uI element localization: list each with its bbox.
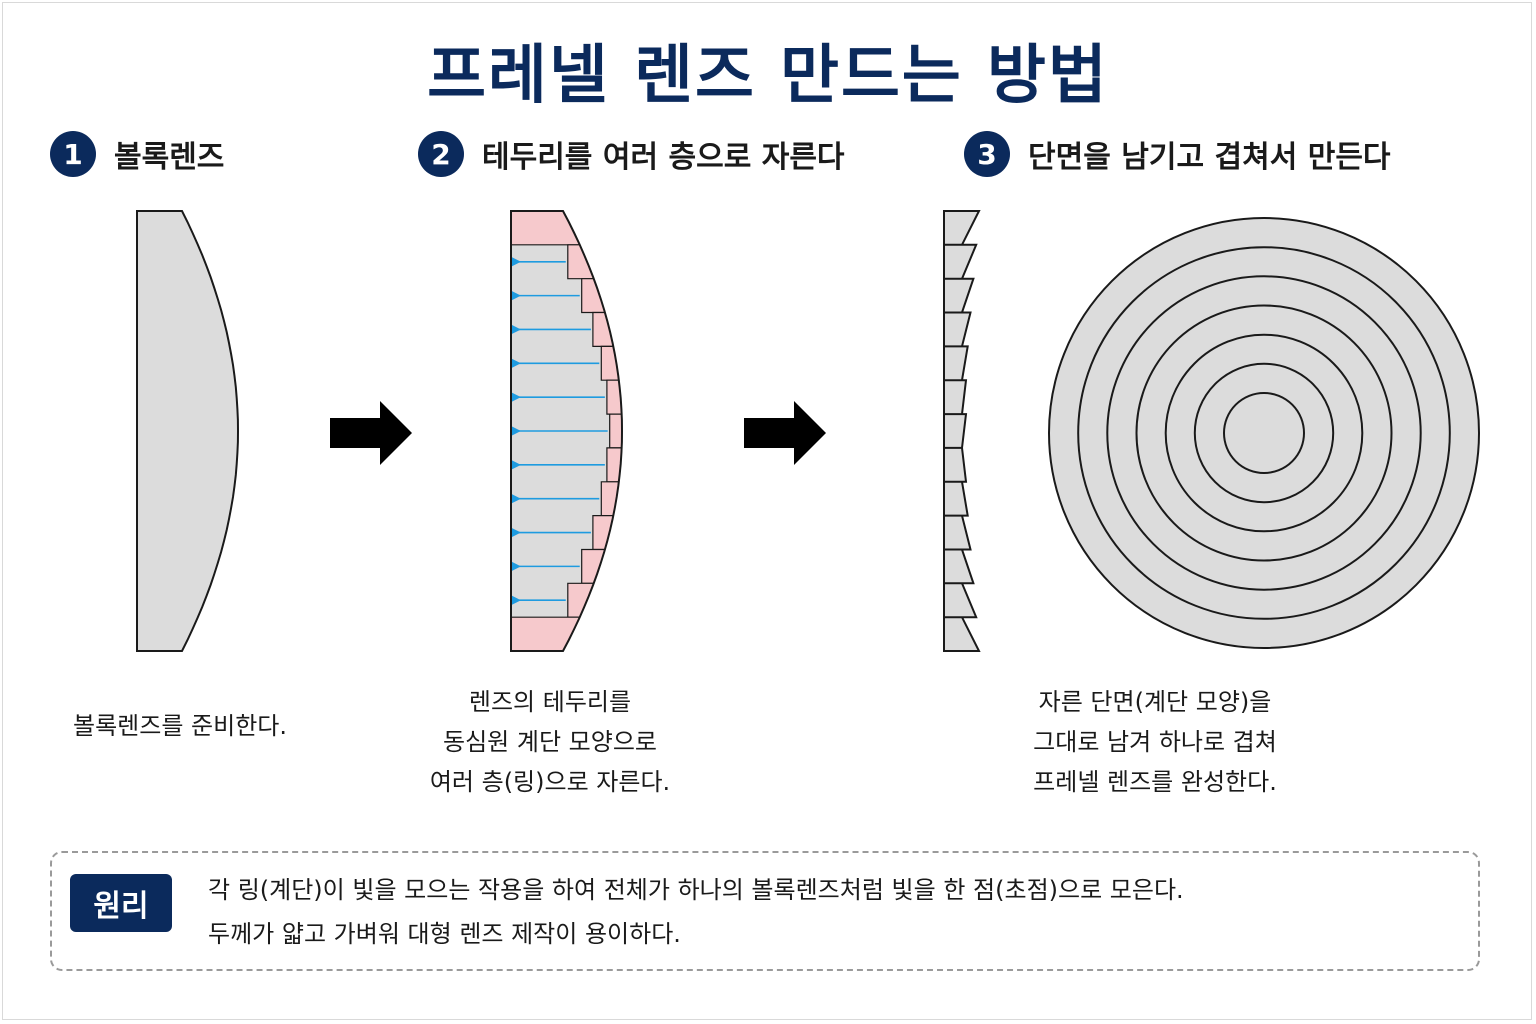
cut-lens-shape	[510, 210, 624, 652]
cut-layer-band	[609, 413, 623, 449]
principle-badge: 원리	[70, 874, 172, 932]
step-3-caption: 자른 단면(계단 모양)을 그대로 남겨 하나로 겹쳐 프레넬 렌즈를 완성한다…	[1000, 682, 1310, 802]
step-2-title: 테두리를 여러 층으로 자른다	[482, 140, 845, 175]
page-title: 프레넬 렌즈 만드는 방법	[427, 39, 1109, 113]
cut-layer-band	[567, 244, 595, 280]
step-1-caption: 볼록렌즈를 준비한다.	[40, 706, 320, 746]
step-1-number-badge: 1	[50, 131, 96, 177]
convex-lens-shape	[136, 210, 240, 652]
fresnel-cross-section-shape	[943, 210, 981, 652]
caption-line: 동심원 계단 모양으로	[443, 728, 657, 756]
step-3-number-badge: 3	[964, 131, 1010, 177]
lens-outline	[510, 210, 624, 652]
right-arrow-shape	[744, 401, 826, 465]
caption-line: 그대로 남겨 하나로 겹쳐	[1033, 728, 1277, 756]
fresnel-sawtooth	[943, 210, 981, 652]
caption-line: 프레넬 렌즈를 완성한다.	[1033, 768, 1277, 796]
caption-line: 자른 단면(계단 모양)을	[1038, 688, 1272, 716]
principle-line: 두께가 얇고 가벼워 대형 렌즈 제작이 용이하다.	[208, 920, 681, 948]
step-1-header: 1 볼록렌즈	[50, 130, 224, 178]
caption-line: 렌즈의 테두리를	[468, 688, 632, 716]
right-arrow-icon	[330, 401, 412, 465]
cut-layer-band	[567, 582, 595, 618]
cut-layer-band	[581, 278, 606, 314]
step-3-title: 단면을 남기고 겹쳐서 만든다	[1028, 140, 1391, 175]
concentric-ring	[1223, 392, 1305, 474]
step-2-caption: 렌즈의 테두리를 동심원 계단 모양으로 여러 층(링)으로 자른다.	[400, 682, 700, 802]
right-arrow-icon	[744, 401, 826, 465]
cut-layer-band	[510, 210, 581, 246]
cut-layer-band	[581, 548, 606, 584]
step-3-header: 3 단면을 남기고 겹쳐서 만든다	[964, 130, 1391, 178]
concentric-rings-shape	[1048, 217, 1480, 649]
principle-text: 각 링(계단)이 빛을 모으는 작용을 하여 전체가 하나의 볼록렌즈처럼 빛을…	[208, 868, 1184, 956]
step-2-number-badge: 2	[418, 131, 464, 177]
principle-box	[50, 851, 1480, 971]
caption-line: 볼록렌즈를 준비한다.	[73, 712, 287, 740]
right-arrow-shape	[330, 401, 412, 465]
cut-layer-band	[510, 616, 581, 652]
principle-line: 각 링(계단)이 빛을 모으는 작용을 하여 전체가 하나의 볼록렌즈처럼 빛을…	[208, 876, 1184, 904]
convex-lens-body	[136, 210, 240, 652]
step-2-header: 2 테두리를 여러 층으로 자른다	[418, 130, 845, 178]
caption-line: 여러 층(링)으로 자른다.	[429, 768, 671, 796]
step-1-title: 볼록렌즈	[114, 140, 225, 175]
